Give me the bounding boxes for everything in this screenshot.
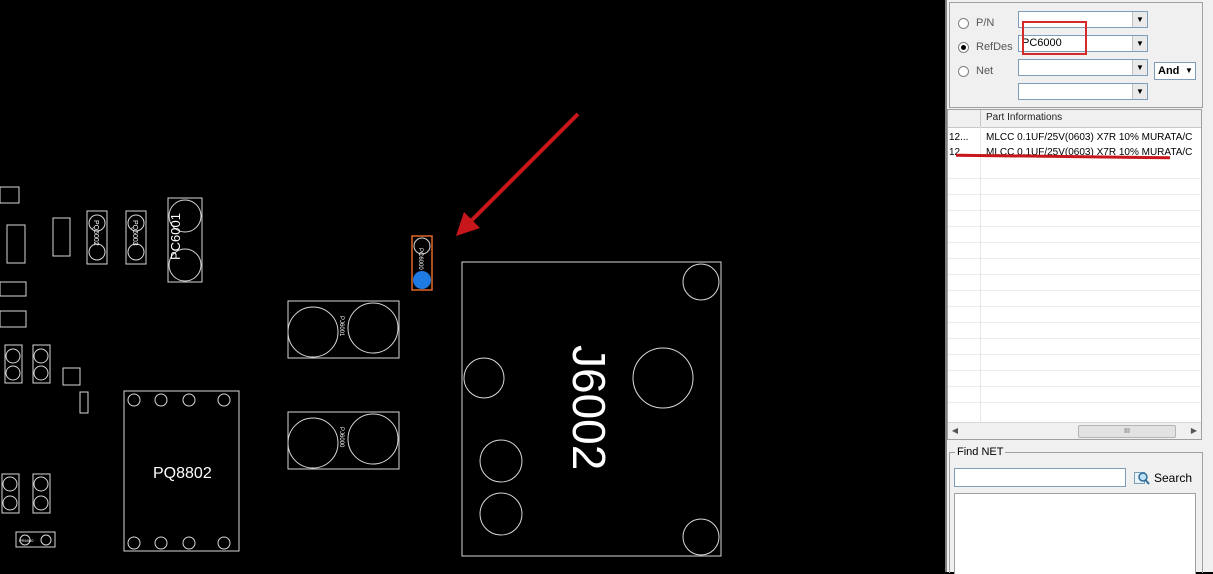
grid-line bbox=[948, 242, 1201, 243]
label-pq8802: PQ8802 bbox=[153, 465, 212, 482]
panel-divider[interactable] bbox=[945, 0, 947, 572]
part-left-3 bbox=[52, 217, 71, 257]
label-pq6003: PQ6003 bbox=[131, 220, 138, 246]
grid-column-divider bbox=[980, 127, 981, 423]
pc6000-pad-2-selected bbox=[413, 271, 431, 289]
pcb-board-view[interactable]: J6002 PQ8802 PC6001 PC6000 PJ6001 PJ6000… bbox=[0, 0, 945, 572]
find-net-title: Find NET bbox=[955, 446, 1006, 458]
logic-operator-value: And bbox=[1158, 65, 1180, 77]
net-option[interactable]: Net bbox=[958, 63, 993, 79]
pn-label: P/N bbox=[976, 17, 995, 29]
search-icon bbox=[1134, 471, 1150, 485]
chevron-down-icon[interactable]: ▼ bbox=[1185, 66, 1193, 75]
part-left-6 bbox=[4, 344, 23, 384]
grid-line bbox=[948, 290, 1201, 291]
part-j6002 bbox=[461, 261, 722, 557]
grid-line bbox=[948, 178, 1201, 179]
find-net-input[interactable] bbox=[954, 468, 1126, 487]
scroll-right-icon[interactable]: ▶ bbox=[1190, 426, 1198, 435]
grid-header-id-col[interactable] bbox=[948, 110, 981, 127]
grid-line bbox=[948, 322, 1201, 323]
grid-header-part-info[interactable]: Part Informations bbox=[986, 112, 1063, 123]
grid-line bbox=[948, 402, 1201, 403]
part-pq6002 bbox=[86, 210, 108, 265]
part-pc6001 bbox=[167, 197, 203, 283]
grid-line bbox=[948, 354, 1201, 355]
part-pq6003 bbox=[125, 210, 147, 265]
net-combo[interactable]: ▼ bbox=[1018, 59, 1148, 76]
chevron-down-icon[interactable]: ▼ bbox=[1132, 12, 1147, 27]
pn-combo[interactable]: ▼ bbox=[1018, 11, 1148, 28]
chevron-down-icon[interactable]: ▼ bbox=[1132, 84, 1147, 99]
table-row[interactable]: 12... MLCC 0.1UF/25V(0603) X7R 10% MURAT… bbox=[948, 146, 1201, 160]
label-pj6001: PJ6001 bbox=[338, 316, 344, 337]
pcb-canvas[interactable]: J6002 PQ8802 PC6001 PC6000 PJ6001 PJ6000… bbox=[0, 0, 945, 572]
grid-line bbox=[948, 274, 1201, 275]
chevron-down-icon[interactable]: ▼ bbox=[1132, 60, 1147, 75]
refdes-combo-value: PC6000 bbox=[1022, 37, 1062, 49]
part-left-10 bbox=[1, 473, 20, 514]
label-j6002: J6002 bbox=[563, 345, 615, 470]
annotation-arrow bbox=[456, 112, 580, 236]
pn-option[interactable]: P/N bbox=[958, 15, 994, 31]
find-net-results[interactable] bbox=[954, 493, 1196, 574]
search-button[interactable]: Search bbox=[1134, 468, 1196, 487]
pn-radio[interactable] bbox=[958, 17, 969, 29]
table-row[interactable]: 12... MLCC 0.1UF/25V(0603) X7R 10% MURAT… bbox=[948, 131, 1201, 145]
horizontal-scrollbar[interactable]: ◀ III ▶ bbox=[948, 422, 1201, 439]
scroll-thumb[interactable]: III bbox=[1078, 425, 1176, 438]
refdes-option[interactable]: RefDes bbox=[958, 39, 1013, 55]
net-label: Net bbox=[976, 65, 994, 77]
part-left-2 bbox=[6, 224, 26, 264]
grid-line bbox=[948, 338, 1201, 339]
part-pq8802 bbox=[123, 390, 240, 552]
grid-line bbox=[948, 370, 1201, 371]
find-net-group: Find NET Search bbox=[949, 446, 1203, 574]
search-criteria-group: P/N RefDes Net ▼ PC6000 ▼ ▼ ▼ And ▼ bbox=[949, 2, 1203, 108]
part-left-11 bbox=[32, 473, 51, 514]
label-pc6001: PC6001 bbox=[168, 213, 183, 260]
part-left-5 bbox=[0, 310, 27, 328]
part-left-9 bbox=[79, 391, 89, 414]
part-left-4 bbox=[0, 281, 27, 297]
refdes-label: RefDes bbox=[976, 41, 1013, 53]
part-left-7 bbox=[32, 344, 51, 384]
label-pj6000: PJ6000 bbox=[338, 427, 344, 448]
grid-line bbox=[948, 194, 1201, 195]
part-left-1 bbox=[0, 186, 20, 204]
part-left-8 bbox=[62, 367, 81, 386]
extra-net-combo[interactable]: ▼ bbox=[1018, 83, 1148, 100]
label-pc6000: PC6000 bbox=[417, 248, 423, 270]
part-info-grid[interactable]: Part Informations 12... MLCC 0.1UF/25V(0… bbox=[947, 109, 1202, 440]
pc6000-pad-1 bbox=[413, 237, 431, 255]
label-tiny-1: PR6000 bbox=[19, 538, 34, 543]
grid-line bbox=[948, 306, 1201, 307]
grid-line bbox=[948, 386, 1201, 387]
grid-line bbox=[948, 258, 1201, 259]
label-pq6002: PQ6002 bbox=[92, 220, 99, 246]
logic-operator-select[interactable]: And ▼ bbox=[1154, 62, 1196, 80]
search-button-label: Search bbox=[1154, 470, 1193, 485]
refdes-combo[interactable]: PC6000 ▼ bbox=[1018, 35, 1148, 52]
search-panel: P/N RefDes Net ▼ PC6000 ▼ ▼ ▼ And ▼ bbox=[947, 0, 1213, 574]
refdes-radio[interactable] bbox=[958, 41, 969, 53]
chevron-down-icon[interactable]: ▼ bbox=[1132, 36, 1147, 51]
row-id: 12... bbox=[949, 147, 969, 158]
row-info: MLCC 0.1UF/25V(0603) X7R 10% MURATA/C bbox=[986, 147, 1193, 158]
scroll-left-icon[interactable]: ◀ bbox=[951, 426, 959, 435]
grid-line bbox=[948, 226, 1201, 227]
row-id: 12... bbox=[949, 132, 969, 143]
part-left-12 bbox=[15, 531, 56, 548]
part-pc6000-selected bbox=[411, 235, 433, 291]
row-info: MLCC 0.1UF/25V(0603) X7R 10% MURATA/C bbox=[986, 132, 1193, 143]
net-radio[interactable] bbox=[958, 65, 969, 77]
grid-line bbox=[948, 210, 1201, 211]
grid-header: Part Informations bbox=[948, 110, 1201, 128]
